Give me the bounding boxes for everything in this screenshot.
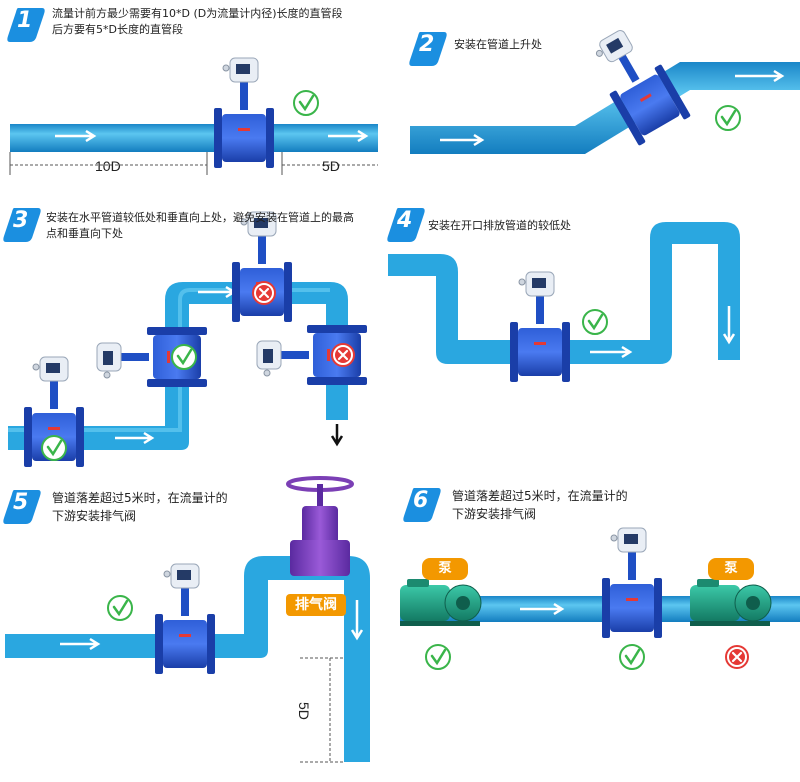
step-6-line-2: 下游安装排气阀: [452, 507, 537, 521]
dimension-drop: 5D: [296, 702, 312, 720]
flow-meter: [154, 563, 216, 675]
pump-tag-right-bg: [708, 558, 754, 580]
panel-4: [388, 222, 740, 383]
flow-meter: [601, 527, 663, 639]
panel-1: [9, 57, 378, 175]
cross-icon: [330, 342, 356, 368]
step-3-line-2: 点和垂直向下处: [46, 227, 123, 240]
dimension-downstream: 5D: [322, 158, 340, 174]
step-number-3: 3: [13, 208, 29, 233]
pipe-horizontal: [10, 124, 378, 152]
flow-meter: [231, 211, 293, 323]
cross-icon: [251, 280, 277, 306]
flow-arrow: [328, 129, 369, 143]
step-number-1: 1: [17, 8, 33, 33]
step-1-line-2: 后方要有5*D长度的直管段: [52, 23, 183, 36]
pump-left-label: 泵: [438, 561, 452, 576]
check-icon: [618, 643, 646, 671]
step-5-line-1: 管道落差超过5米时，在流量计的: [52, 491, 228, 505]
panel-6: [399, 527, 800, 671]
pipe-drop: [5, 556, 370, 762]
step-1-line-1: 流量计前方最少需要有10*D (D为流量计内径)长度的直管段: [52, 7, 343, 20]
check-icon: [581, 308, 609, 336]
pump-right-label: 泵: [724, 561, 738, 576]
panel-5: [5, 476, 370, 763]
step-5-line-2: 下游安装排气阀: [52, 509, 137, 523]
pump-left: [399, 578, 482, 627]
panel-3: [8, 211, 368, 468]
step-number-5: 5: [13, 490, 29, 515]
step-number-6: 6: [413, 488, 429, 513]
pump-right: [689, 578, 772, 627]
flow-meter: [213, 57, 275, 169]
check-icon: [714, 104, 742, 132]
panel-2: [410, 20, 800, 154]
exhaust-valve-label: 排气阀: [295, 597, 337, 613]
flow-meter: [509, 271, 571, 383]
step-4-line-1: 安装在开口排放管道的较低处: [428, 219, 571, 232]
pipe-rising: [410, 62, 800, 154]
valve-tag-bg: [286, 594, 346, 616]
pump-tag-left-bg: [422, 558, 468, 580]
check-icon: [106, 594, 134, 622]
flow-arrow: [55, 129, 97, 143]
cross-icon: [724, 644, 750, 670]
pipe-open-discharge: [388, 222, 740, 364]
step-3-line-1: 安装在水平管道较低处和垂直向上处，避免安装在管道上的最高: [46, 211, 354, 224]
step-number-4: 4: [397, 208, 413, 233]
step-6-line-1: 管道落差超过5米时，在流量计的: [452, 489, 628, 503]
check-icon: [424, 643, 452, 671]
step-number-2: 2: [419, 32, 435, 57]
check-icon: [292, 89, 320, 117]
step-2-line-1: 安装在管道上升处: [454, 38, 542, 51]
check-icon: [170, 343, 198, 371]
exhaust-valve: [286, 476, 354, 576]
check-icon: [40, 434, 68, 462]
dimension-upstream: 10D: [95, 158, 121, 174]
